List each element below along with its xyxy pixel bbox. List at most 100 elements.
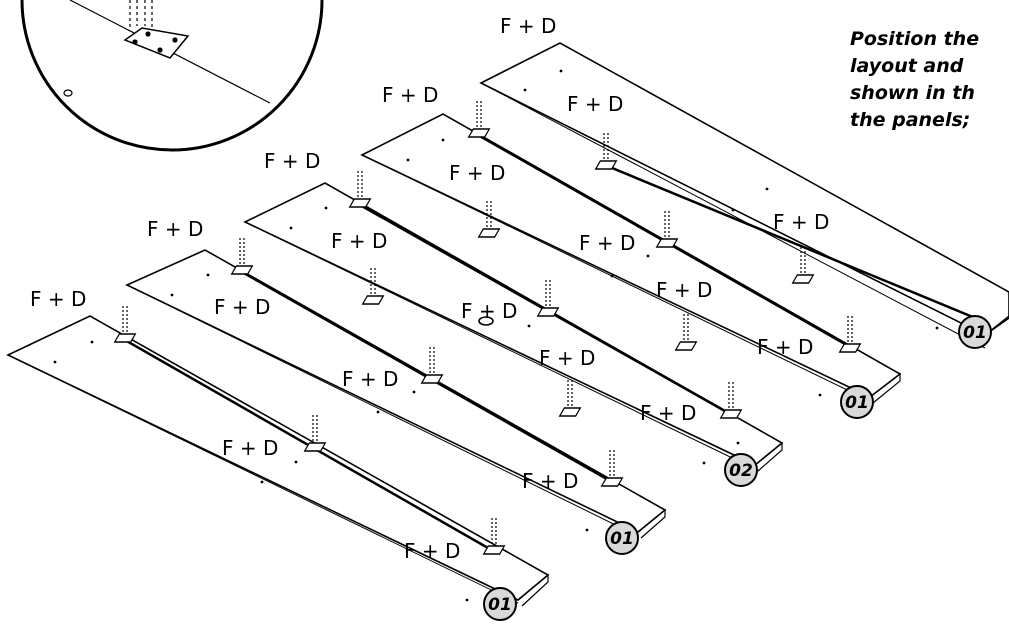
instruction-line: Position the (850, 28, 980, 50)
fastener-label: F + D (382, 83, 438, 107)
connector-bracket-icon (600, 450, 624, 487)
hole-dot (610, 274, 614, 278)
fastener-label: F + D (500, 14, 556, 38)
connector-bracket-icon (467, 101, 491, 138)
hole-dot (731, 208, 735, 212)
panel: F + D F + D F + D F + D 01 (125, 217, 667, 555)
hole-dot (412, 390, 416, 394)
panel-edge (126, 284, 639, 537)
part-number-badge: 02 (724, 453, 758, 487)
connector-bracket-icon (719, 382, 743, 419)
part-number: 01 (845, 393, 869, 413)
hole-dot (260, 480, 264, 484)
connector-bracket-icon (113, 306, 137, 343)
fastener-label: F + D (222, 436, 278, 460)
part-number-badge: 01 (605, 521, 639, 555)
fastener-label: F + D (640, 401, 696, 425)
detail-circle (20, 0, 324, 152)
panel: F + D F + D F + D F + D F + D 02 (243, 149, 784, 487)
instruction-line: the panels; (850, 109, 971, 131)
instruction-line: shown in th (850, 82, 975, 104)
fastener-label: F + D (449, 161, 505, 185)
detail-hole-icon (63, 89, 73, 97)
hole-dot (324, 206, 328, 210)
connector-bracket-icon (361, 268, 385, 305)
hole-dot (289, 226, 293, 230)
hole-dot (441, 138, 445, 142)
panel-edge (7, 354, 519, 604)
panel: F + D F + D F + D 01 (6, 287, 550, 621)
fastener-label: F + D (461, 299, 517, 323)
fastener-label: F + D (264, 149, 320, 173)
fastener-label: F + D (522, 469, 578, 493)
hole-dot (559, 69, 563, 73)
part-number: 01 (488, 595, 512, 615)
connector-bracket-icon (477, 201, 501, 238)
panel-edge (361, 154, 871, 402)
hole-dot (702, 461, 706, 465)
connector-bracket-icon (303, 415, 327, 452)
panel-edge (869, 372, 901, 404)
detail-callout (20, 0, 324, 152)
panel-edge (754, 441, 783, 472)
panel-edge (480, 82, 986, 349)
fastener-label: F + D (404, 539, 460, 563)
connector-bracket-icon (420, 347, 444, 384)
panel: F + D F + D F + D F + D 01 (360, 83, 902, 419)
hole-dot (736, 441, 740, 445)
panel-seam (599, 161, 981, 322)
fastener-label: F + D (579, 231, 635, 255)
instruction-text: Position the layout and shown in th the … (850, 26, 1009, 134)
hole-dot (53, 360, 57, 364)
hole-dot (935, 326, 939, 330)
connector-bracket-icon (674, 314, 698, 351)
connector-bracket-icon (791, 247, 815, 284)
panel-top-face (479, 42, 1009, 336)
hole-dot (646, 254, 650, 258)
hole-dot (406, 158, 410, 162)
panel: F + D F + D F + D F + D 01 (479, 14, 1009, 349)
hole-dot (527, 324, 531, 328)
hole-dot (465, 598, 469, 602)
connector-bracket-icon (838, 316, 862, 353)
fastener-label: F + D (757, 335, 813, 359)
hole-dot (294, 460, 298, 464)
part-number: 01 (963, 323, 987, 343)
hole-dot (523, 88, 527, 92)
connector-bracket-icon (594, 133, 618, 170)
part-number: 01 (610, 529, 634, 549)
hole-dot (170, 293, 174, 297)
part-number-badge: 01 (483, 587, 517, 621)
hole-dot (818, 393, 822, 397)
cam-lock-icon (478, 316, 494, 326)
fastener-label: F + D (773, 210, 829, 234)
part-number-badge: 01 (958, 315, 992, 349)
fastener-label: F + D (30, 287, 86, 311)
hole-dot (90, 340, 94, 344)
part-number: 02 (729, 461, 753, 481)
fastener-label: F + D (331, 229, 387, 253)
fastener-label: F + D (147, 217, 203, 241)
panel-edge (637, 508, 666, 539)
connector-bracket-icon (558, 380, 582, 417)
fastener-label: F + D (567, 92, 623, 116)
hole-dot (206, 273, 210, 277)
panel-edge (244, 221, 756, 470)
fastener-label: F + D (214, 295, 270, 319)
connector-bracket-icon (348, 171, 372, 208)
connector-bracket-icon (536, 280, 560, 317)
connector-bracket-icon (230, 238, 254, 275)
hole-dot (376, 410, 380, 414)
detail-bracket-icon (123, 0, 190, 59)
connector-bracket-icon (482, 518, 506, 555)
fastener-label: F + D (539, 346, 595, 370)
panel-edge (517, 573, 549, 607)
fastener-label: F + D (342, 367, 398, 391)
hole-dot (585, 528, 589, 532)
instruction-line: layout and (850, 55, 964, 77)
part-number-badge: 01 (840, 385, 874, 419)
connector-bracket-icon (655, 211, 679, 248)
fastener-label: F + D (656, 278, 712, 302)
hole-dot (765, 187, 769, 191)
